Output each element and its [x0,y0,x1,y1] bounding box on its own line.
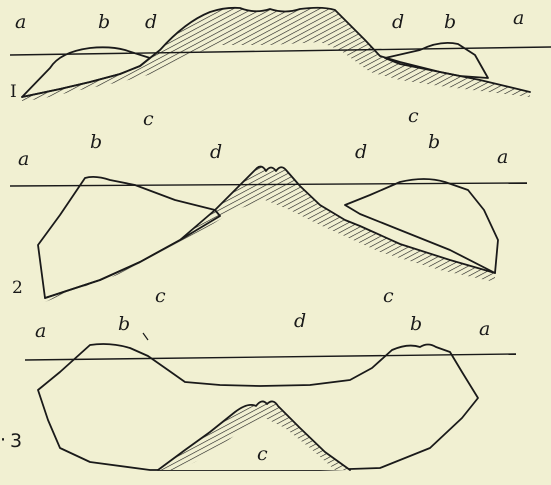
s3-label-b-right: b [410,313,422,335]
s1-label-a-left: a [15,11,26,33]
s1-label-c-left: c [143,108,154,130]
s2-label-d-right: d [355,141,367,163]
section-3: a b d b a c · 3 [0,310,516,470]
s1-label-d-left: d [145,11,157,33]
s2-label-d-left: d [210,141,222,163]
s3-label-c-center: c [257,443,268,465]
s2-label-a-right: a [497,146,508,168]
s3-label-b-left: b [118,313,130,335]
section-1-number: I [10,82,17,102]
s1-label-a-right: a [513,7,524,29]
section-1: a b d d b a c c I [10,7,551,130]
section-3-sea-level [25,354,516,360]
s2-label-b-left: b [90,131,102,153]
s2-label-b-right: b [428,131,440,153]
s2-label-c-right: c [383,285,394,307]
section-3-bullet: · [0,429,6,451]
section-3-tick-mark [143,333,148,340]
s2-label-c-left: c [155,285,166,307]
section-2: a b d d b a c c 2 [10,131,527,307]
s1-label-b-right: b [444,11,456,33]
s3-label-a-right: a [479,318,490,340]
s2-label-a-left: a [18,148,29,170]
section-2-number: 2 [12,278,23,298]
s1-label-d-right: d [392,11,404,33]
s3-label-d-center: d [294,310,306,332]
s1-label-b-left: b [98,11,110,33]
section-3-number: 3 [10,430,22,452]
section-2-mountain-rock [45,167,495,302]
section-2-sediment-left [38,177,220,298]
s1-label-c-right: c [408,105,419,127]
s3-label-a-left: a [35,320,46,342]
